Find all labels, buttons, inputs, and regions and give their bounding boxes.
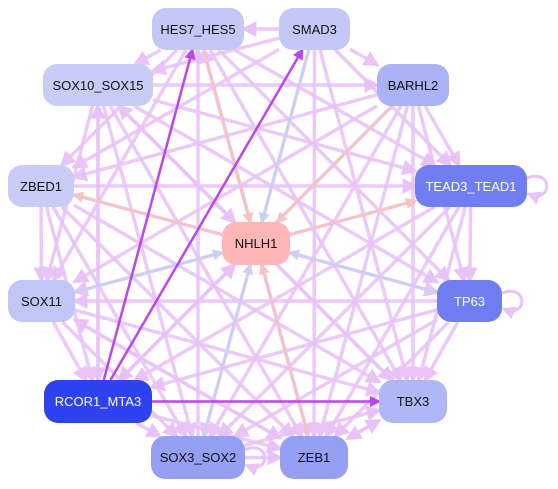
edge-tp63-to-sox3-sox2	[232, 318, 438, 438]
node-zeb1[interactable]: ZEB1	[280, 436, 348, 479]
edge-sox11-to-rcor1-mta3	[51, 321, 88, 383]
node-tead3-tead1[interactable]: TEAD3_TEAD1	[415, 165, 527, 207]
node-sox3-sox2[interactable]: SOX3_SOX2	[151, 436, 245, 479]
edge-smad3-to-barhl2	[349, 47, 380, 67]
self-loop-tead3-tead1	[526, 174, 549, 205]
edge-sox11-to-nhlh1	[74, 249, 225, 294]
node-smad3[interactable]: SMAD3	[279, 8, 350, 50]
edge-sox10-sox15-to-tp63	[133, 104, 440, 284]
edge-zeb1-to-nhlh1	[258, 262, 310, 437]
node-tp63[interactable]: TP63	[437, 280, 502, 322]
node-barhl2[interactable]: BARHL2	[377, 64, 449, 106]
node-tbx3[interactable]: TBX3	[379, 380, 447, 423]
node-nhlh1[interactable]: NHLH1	[222, 222, 290, 265]
edge-tead3-tead1-to-rcor1-mta3	[132, 205, 436, 382]
edge-rcor1-mta3-to-smad3	[109, 48, 304, 381]
edge-hes7-hes5-to-nhlh1	[202, 49, 254, 225]
edge-hes7-hes5-to-sox10-sox15	[132, 48, 162, 66]
self-loop-tp63	[501, 289, 524, 320]
edge-zbed1-to-tbx3	[73, 203, 382, 384]
edge-tp63-to-tbx3	[423, 321, 460, 383]
edge-sox3-sox2-to-tbx3	[244, 405, 383, 447]
edge-hes7-hes5-to-tbx3	[208, 49, 403, 383]
edge-barhl2-to-sox3-sox2	[208, 105, 403, 439]
edge-smad3-to-nhlh1	[258, 49, 310, 225]
node-sox11[interactable]: SOX11	[8, 280, 75, 322]
edge-tbx3-to-zeb1	[345, 419, 380, 440]
edges-layer	[33, 21, 549, 476]
edge-barhl2-to-nhlh1	[275, 105, 394, 224]
edge-barhl2-to-sox11	[72, 104, 378, 284]
node-rcor1-mta3[interactable]: RCOR1_MTA3	[44, 380, 152, 423]
node-zbed1[interactable]: ZBED1	[8, 165, 74, 207]
edge-nhlh1-to-tead3-tead1	[289, 197, 418, 236]
node-sox10-sox15[interactable]: SOX10_SOX15	[43, 64, 153, 106]
edge-zeb1-to-sox11	[72, 318, 281, 440]
edge-barhl2-to-tead3-tead1	[423, 105, 461, 168]
edge-sox3-sox2-to-nhlh1	[202, 262, 254, 437]
edge-smad3-to-sox10-sox15	[149, 36, 280, 76]
edge-zbed1-to-zeb1	[60, 205, 295, 439]
edge-sox10-sox15-to-zeb1	[108, 105, 304, 439]
edge-rcor1-mta3-to-hes7-hes5	[102, 47, 196, 381]
edge-rcor1-mta3-to-sox3-sox2	[135, 421, 163, 438]
self-loop-sox3-sox2	[244, 446, 267, 476]
edge-tp63-to-nhlh1	[287, 249, 438, 294]
node-hes7-hes5[interactable]: HES7_HES5	[152, 8, 244, 50]
edge-tead3-tead1-to-tp63	[462, 206, 478, 284]
